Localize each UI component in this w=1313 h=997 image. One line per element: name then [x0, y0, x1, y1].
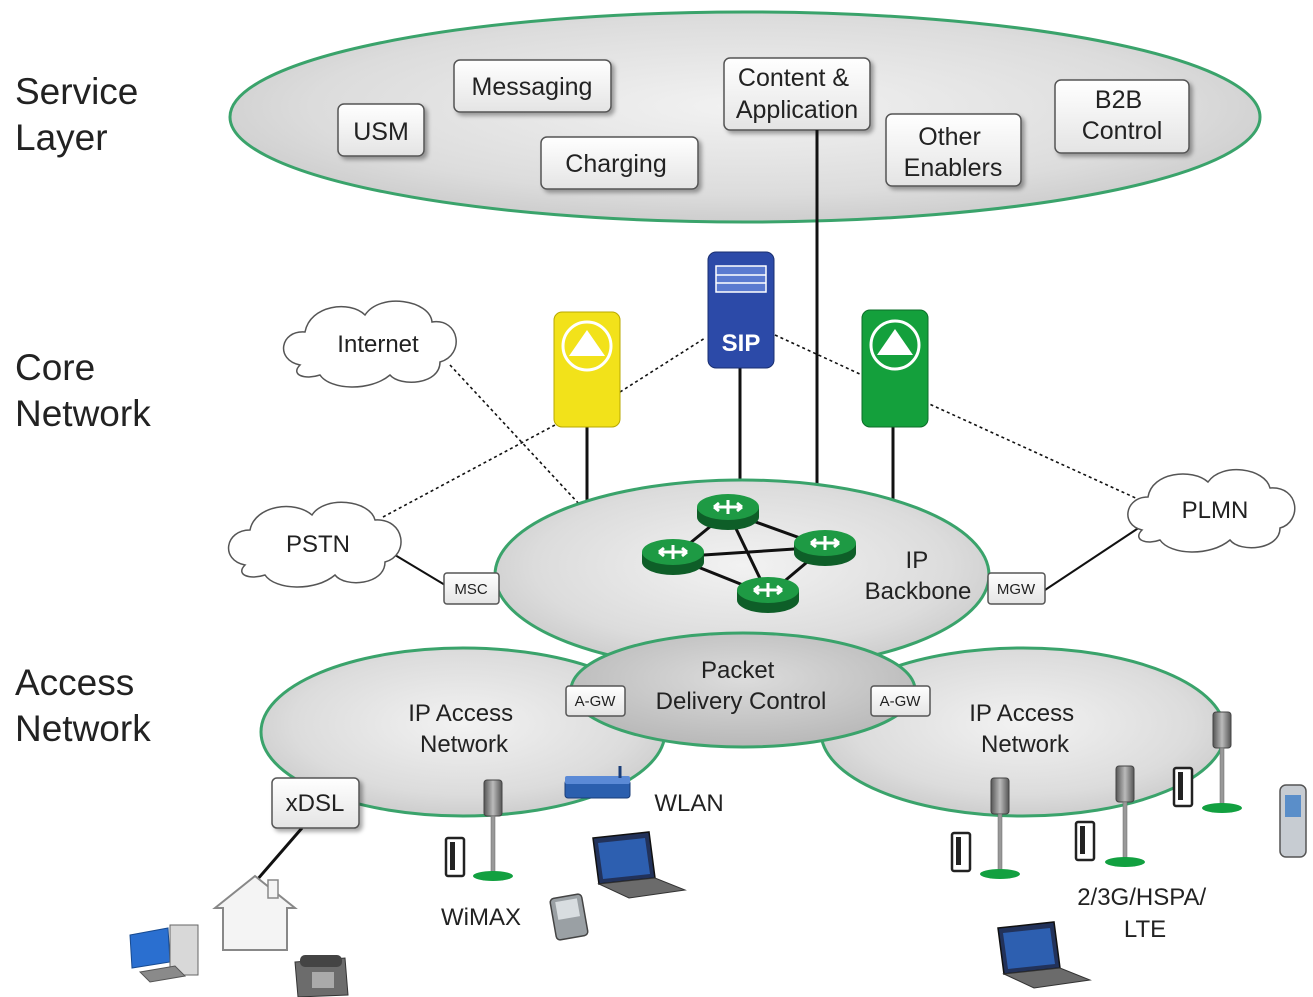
- router-icon: [695, 492, 761, 532]
- pstn-dashed-line: [382, 424, 556, 518]
- core-network-label: Core Network: [15, 347, 151, 434]
- house-icon: [212, 874, 298, 951]
- green-gateway-node: [861, 309, 929, 428]
- agw-right-label: A-GW: [880, 693, 922, 710]
- plmn-mgw-line: [1044, 526, 1141, 591]
- msc-box: [443, 572, 500, 605]
- router-mesh: [640, 492, 858, 615]
- desk-phone-icon: [294, 955, 349, 997]
- internet-dashed-line: [449, 364, 581, 506]
- agw-left-label: A-GW: [575, 693, 617, 710]
- right-ip-access-label: IP Access Network: [969, 700, 1081, 758]
- access-network-label: Access Network: [15, 662, 151, 749]
- desktop-icon: [129, 924, 199, 983]
- phone-icon: [950, 831, 972, 873]
- pstn-cloud: [227, 501, 402, 588]
- charging-label: Charging: [565, 150, 666, 178]
- pda-icon: [549, 893, 589, 941]
- laptop-icon: [997, 921, 1091, 989]
- yellow-gateway-node: [553, 311, 621, 428]
- other-enablers-box: [885, 113, 1022, 187]
- phone-icon: [444, 836, 466, 878]
- internet-label: Internet: [337, 331, 419, 358]
- xdsl-box: [271, 777, 360, 829]
- phone-icon: [1074, 820, 1096, 862]
- connections: [248, 130, 1141, 889]
- phone-icon: [1172, 766, 1194, 808]
- left-ip-access-label: IP Access Network: [408, 700, 520, 758]
- router-icon: [792, 528, 858, 568]
- content-application-label: Content & Application: [736, 64, 858, 124]
- charging-box: [540, 136, 699, 190]
- pstn-msc-line: [394, 554, 446, 586]
- plmn-dashed-line: [924, 401, 1141, 501]
- sip-green-dashed-line: [774, 334, 863, 376]
- content-application-box: [723, 57, 871, 131]
- sip-label: SIP: [722, 330, 761, 357]
- plmn-cloud: [1127, 468, 1296, 553]
- xdsl-label: xDSL: [286, 790, 345, 817]
- agw-left-box: [565, 685, 626, 717]
- messaging-label: Messaging: [472, 73, 593, 101]
- service-layer-label: Service Layer: [15, 71, 149, 158]
- packet-delivery-control-label: Packet Delivery Control: [656, 657, 827, 715]
- sip-server-node: [707, 251, 775, 369]
- messaging-box: [453, 59, 612, 113]
- sip-yellow-dashed-line: [619, 337, 706, 393]
- b2b-control-label: B2B Control: [1082, 86, 1163, 145]
- other-enablers-label: Other Enablers: [904, 123, 1003, 182]
- internet-cloud: [282, 300, 457, 388]
- cell-phone-icon: [1279, 784, 1307, 858]
- usm-box: [337, 103, 425, 157]
- wlan-label: WLAN: [654, 790, 723, 817]
- usm-label: USM: [353, 118, 409, 146]
- laptop-icon: [592, 831, 686, 899]
- router-icon: [640, 537, 706, 577]
- mgw-label: MGW: [997, 581, 1036, 598]
- mgw-box: [987, 572, 1046, 605]
- msc-label: MSC: [454, 581, 488, 598]
- wifi-router-icon: [564, 766, 631, 799]
- mobile-access-label: 2/3G/HSPA/ LTE: [1077, 884, 1213, 943]
- ip-backbone-label: IP Backbone: [865, 547, 972, 605]
- b2b-control-box: [1054, 79, 1190, 154]
- plmn-label: PLMN: [1182, 497, 1249, 524]
- router-icon: [735, 575, 801, 615]
- pstn-label: PSTN: [286, 531, 350, 558]
- wimax-label: WiMAX: [441, 904, 521, 931]
- agw-right-box: [870, 685, 931, 717]
